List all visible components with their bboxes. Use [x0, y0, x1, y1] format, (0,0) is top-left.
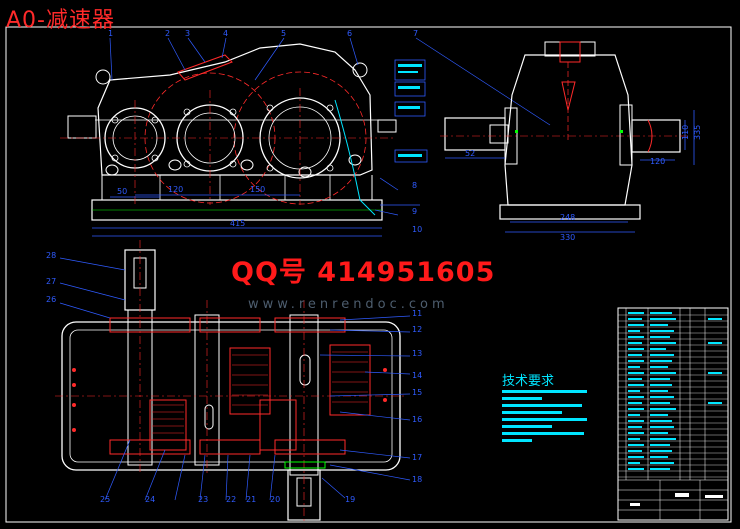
parts-list-table — [617, 307, 729, 521]
part-number-8: 8 — [412, 181, 417, 190]
part-number-4: 4 — [223, 29, 228, 38]
part-number-26: 26 — [46, 295, 56, 304]
part-number-16: 16 — [412, 415, 422, 424]
part-number-17: 17 — [412, 453, 422, 462]
part-number-2: 2 — [165, 29, 170, 38]
part-number-6: 6 — [347, 29, 352, 38]
part-number-15: 15 — [412, 388, 422, 397]
dim-248: 248 — [560, 213, 575, 222]
dimension-labels: 50 120 150 415 52 120 248 330 110 335 — [117, 125, 702, 242]
part-number-13: 13 — [412, 349, 422, 358]
part-number-1: 1 — [108, 29, 113, 38]
tech-requirements-title: 技术要求 — [502, 374, 555, 389]
drawing-title: A0-减速器 — [6, 8, 115, 33]
tech-requirements-lines — [502, 390, 587, 442]
part-number-27: 27 — [46, 277, 56, 286]
watermark-site: www.renrendoc.com — [248, 297, 449, 312]
watermark-qq: QQ号 414951605 — [231, 257, 496, 288]
part-number-22: 22 — [226, 495, 236, 504]
part-number-10: 10 — [412, 225, 422, 234]
dim-335: 335 — [693, 125, 702, 140]
dim-52: 52 — [465, 149, 475, 158]
part-number-7: 7 — [413, 29, 418, 38]
part-number-25: 25 — [100, 495, 110, 504]
part-number-21: 21 — [246, 495, 256, 504]
dim-120b: 120 — [650, 157, 665, 166]
side-view — [440, 41, 695, 233]
plan-view — [55, 240, 411, 522]
part-number-11: 11 — [412, 309, 422, 318]
part-number-19: 19 — [345, 495, 355, 504]
dim-330: 330 — [560, 233, 575, 242]
part-number-5: 5 — [281, 29, 286, 38]
part-number-12: 12 — [412, 325, 422, 334]
dim-150: 150 — [250, 185, 265, 194]
part-number-20: 20 — [270, 495, 280, 504]
part-number-18: 18 — [412, 475, 422, 484]
dim-120: 120 — [168, 185, 183, 194]
part-number-14: 14 — [412, 371, 422, 380]
part-number-24: 24 — [145, 495, 155, 504]
part-number-9: 9 — [412, 207, 417, 216]
drawing-frame — [5, 26, 732, 523]
part-number-28: 28 — [46, 251, 56, 260]
part-number-3: 3 — [185, 29, 190, 38]
front-view — [60, 37, 551, 237]
dim-50: 50 — [117, 187, 127, 196]
dim-110: 110 — [681, 125, 690, 140]
dim-415: 415 — [230, 219, 245, 228]
part-number-23: 23 — [198, 495, 208, 504]
